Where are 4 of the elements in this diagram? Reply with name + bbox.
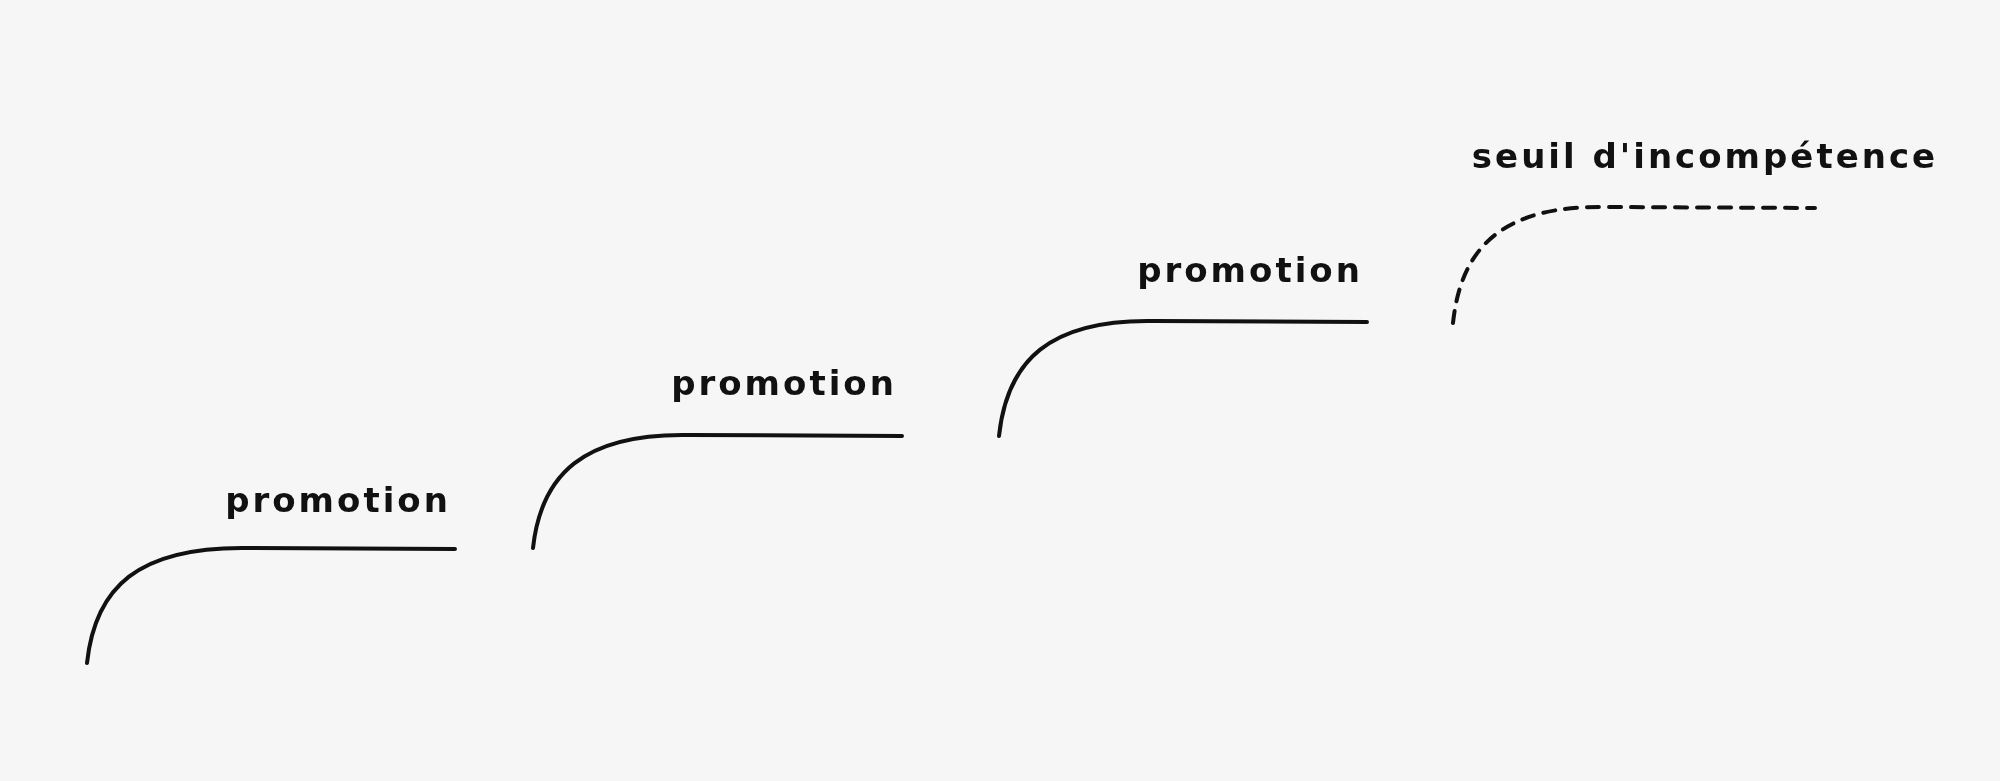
step-label: promotion xyxy=(225,480,451,520)
step-label: promotion xyxy=(671,363,897,403)
step-label: seuil d'incompétence xyxy=(1471,136,1939,176)
step-label: promotion xyxy=(1137,250,1363,290)
